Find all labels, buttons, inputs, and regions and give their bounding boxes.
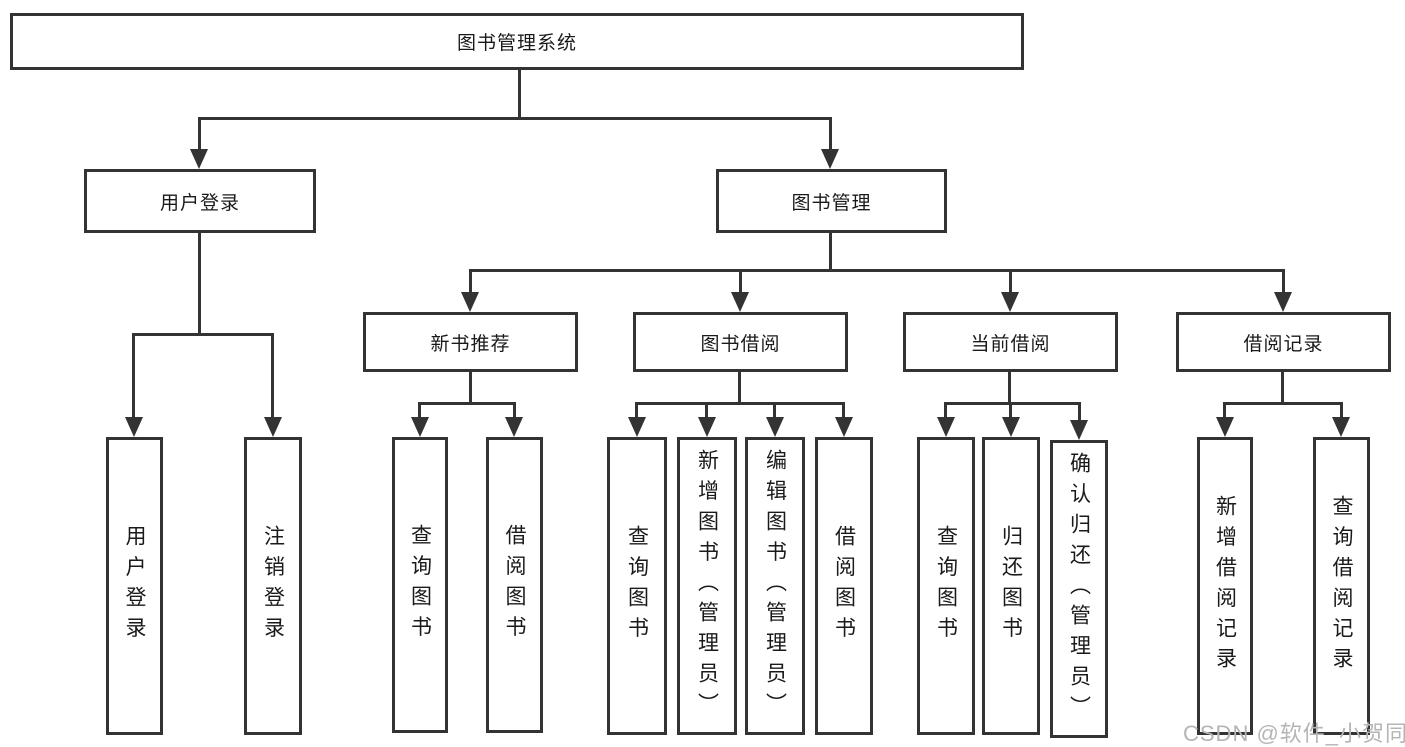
- connector-stub-newbookrec: [469, 269, 472, 297]
- connector-stub: [1078, 402, 1081, 422]
- leaf-edit-book-admin: 编辑图书（管理员）: [745, 437, 805, 735]
- connector-bookmgmt-trunk: [829, 233, 832, 272]
- leaf-logout: 注销登录: [244, 437, 302, 735]
- node-user-login: 用户登录: [84, 169, 316, 233]
- connector-currentborrow-trunk: [1008, 372, 1011, 405]
- leaf-borrow-book-2: 借阅图书: [815, 437, 873, 735]
- leaf-query-record: 查询借阅记录: [1313, 437, 1370, 735]
- arrowhead-icon: [264, 417, 282, 437]
- arrowhead-icon: [766, 417, 784, 437]
- connector-stub-borrowrecords: [1282, 269, 1285, 297]
- connector-stub: [1223, 402, 1226, 420]
- arrowhead-icon: [461, 292, 479, 312]
- connector-stub: [513, 402, 516, 420]
- arrowhead-icon: [1332, 417, 1350, 437]
- connector-bookmgmt-split: [469, 269, 1285, 272]
- arrowhead-icon: [821, 149, 839, 169]
- connector-root-split: [198, 117, 832, 120]
- connector-stub: [842, 402, 845, 420]
- leaf-query-book-2: 查询图书: [607, 437, 667, 735]
- connector-newbookrec-trunk: [469, 372, 472, 405]
- connector-borrowrecords-split: [1223, 402, 1343, 405]
- node-root: 图书管理系统: [10, 13, 1024, 70]
- leaf-query-book-1: 查询图书: [392, 437, 448, 733]
- arrowhead-icon: [505, 417, 523, 437]
- node-book-mgmt: 图书管理: [716, 169, 947, 233]
- connector-stub: [773, 402, 776, 420]
- arrowhead-icon: [1001, 292, 1019, 312]
- leaf-add-book-admin: 新增图书（管理员）: [677, 437, 737, 735]
- connector-stub: [418, 402, 421, 420]
- connector-stub: [1340, 402, 1343, 420]
- connector-stub-bookborrow: [739, 269, 742, 297]
- arrowhead-icon: [698, 417, 716, 437]
- connector-borrowrecords-trunk: [1281, 372, 1284, 405]
- connector-bookborrow-trunk: [738, 372, 741, 405]
- connector-stub-book-mgmt: [829, 117, 832, 151]
- connector-stub: [635, 402, 638, 420]
- connector-stub: [705, 402, 708, 420]
- connector-stub-user-login: [198, 117, 201, 151]
- connector-userlogin-trunk: [198, 233, 201, 336]
- arrowhead-icon: [835, 417, 853, 437]
- arrowhead-icon: [1002, 417, 1020, 437]
- node-book-borrow: 图书借阅: [633, 312, 848, 372]
- connector-root-trunk: [518, 70, 521, 120]
- connector-currentborrow-split: [944, 402, 1081, 405]
- connector-bookborrow-split: [635, 402, 845, 405]
- connector-stub: [1009, 402, 1012, 420]
- arrowhead-icon: [1216, 417, 1234, 437]
- connector-stub-currentborrow: [1009, 269, 1012, 297]
- connector-stub: [944, 402, 947, 420]
- csdn-watermark: CSDN @软件_小贺同学: [1183, 721, 1405, 746]
- arrowhead-icon: [125, 417, 143, 437]
- arrowhead-icon: [190, 149, 208, 169]
- leaf-return-book: 归还图书: [982, 437, 1040, 735]
- connector-stub-leaf-logout: [271, 333, 274, 420]
- leaf-add-record: 新增借阅记录: [1197, 437, 1253, 735]
- leaf-confirm-return-admin: 确认归还（管理员）: [1050, 440, 1108, 738]
- arrowhead-icon: [731, 292, 749, 312]
- arrowhead-icon: [1274, 292, 1292, 312]
- leaf-query-book-3: 查询图书: [917, 437, 975, 735]
- connector-userlogin-split: [132, 333, 274, 336]
- arrowhead-icon: [1070, 420, 1088, 440]
- arrowhead-icon: [628, 417, 646, 437]
- arrowhead-icon: [937, 417, 955, 437]
- leaf-borrow-book-1: 借阅图书: [486, 437, 543, 733]
- node-current-borrow: 当前借阅: [903, 312, 1118, 372]
- arrowhead-icon: [411, 417, 429, 437]
- leaf-user-login: 用户登录: [106, 437, 163, 735]
- connector-newbookrec-split: [418, 402, 516, 405]
- node-new-book-rec: 新书推荐: [363, 312, 578, 372]
- node-borrow-records: 借阅记录: [1176, 312, 1391, 372]
- connector-stub-leaf-userlogin: [132, 333, 135, 420]
